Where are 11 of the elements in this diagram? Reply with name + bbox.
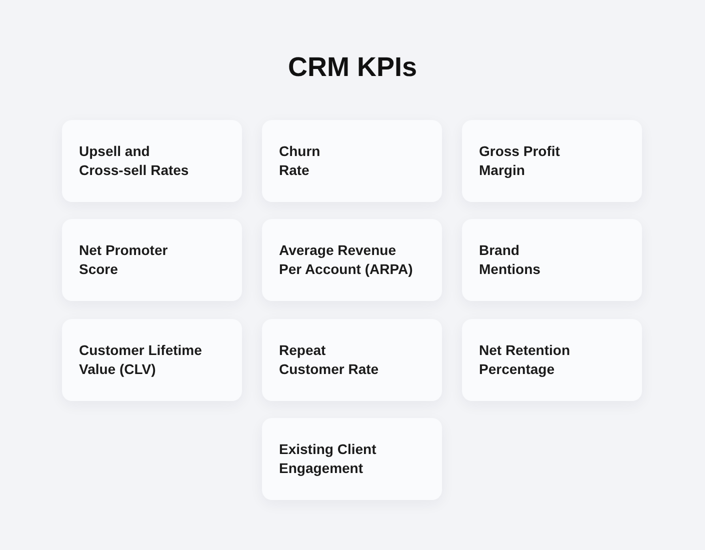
kpi-name: Average Revenue Per Account (ARPA) [279, 241, 414, 279]
kpi-name: Net Retention Percentage [479, 341, 571, 379]
kpi-name: Gross Profit Margin [479, 142, 561, 180]
title: CRM KPIs [288, 52, 417, 82]
kpi-name: Net Promoter Score [79, 241, 169, 279]
kpi-name: Brand Mentions [479, 241, 541, 279]
kpi-name: Churn Rate [279, 142, 322, 180]
kpi-name: Existing Client Engagement [279, 440, 378, 478]
kpi-name: Repeat Customer Rate [279, 341, 380, 379]
kpi-name: Upsell and Cross-sell Rates [79, 142, 190, 180]
kpi-name: Customer Lifetime Value (CLV) [79, 341, 203, 379]
